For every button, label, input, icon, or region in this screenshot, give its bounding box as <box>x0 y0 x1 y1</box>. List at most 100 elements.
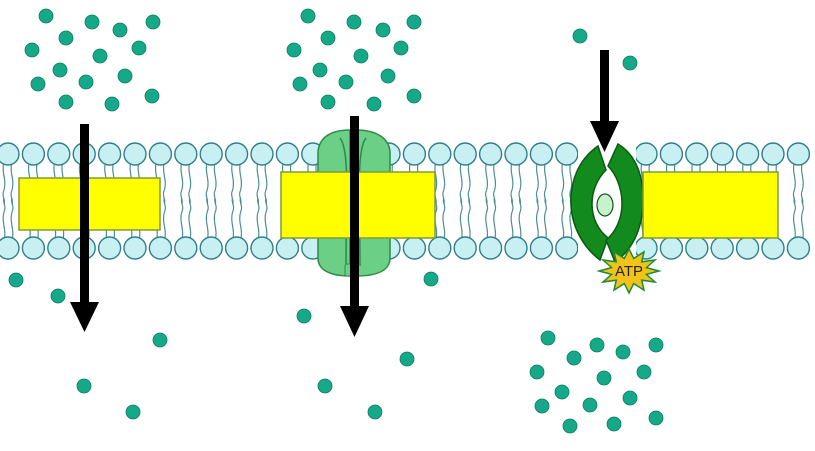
solute-molecule <box>8 272 24 288</box>
lipid-head <box>97 236 122 260</box>
solute-molecule <box>52 62 68 78</box>
lipid-head <box>123 236 147 260</box>
solute-molecule <box>117 68 133 84</box>
lipid-head <box>123 142 147 166</box>
arrow-simple-diffusion <box>70 124 99 332</box>
lipid-head <box>761 142 785 166</box>
solute-molecule <box>606 416 622 432</box>
transport-arrows <box>70 50 619 337</box>
solute-molecule <box>76 378 92 394</box>
solute-molecule <box>648 337 664 353</box>
lipid-head <box>478 142 503 166</box>
lipid-head <box>97 142 122 166</box>
lipid-head <box>453 142 477 166</box>
lipid-head <box>275 142 300 166</box>
lipid-head <box>47 142 71 166</box>
solute-molecule <box>582 397 598 413</box>
lipid-head <box>710 236 734 260</box>
lipid-head <box>0 142 20 166</box>
lipid-head <box>735 142 760 166</box>
lipid-head <box>636 142 658 166</box>
solute-molecule <box>648 410 664 426</box>
lipid-head <box>428 142 452 166</box>
solute-molecule <box>572 28 588 44</box>
lipid-head <box>659 236 684 260</box>
solute-molecule <box>596 370 612 386</box>
lipid-head <box>504 142 528 166</box>
solute-molecule <box>320 94 336 110</box>
solute-molecule <box>406 88 422 104</box>
lipid-head <box>428 236 452 260</box>
lipid-head <box>659 142 684 166</box>
lipid-head <box>402 142 427 166</box>
solute-molecule <box>30 76 46 92</box>
lipid-head <box>148 236 173 260</box>
solute-molecule <box>50 288 66 304</box>
lipid-head <box>275 236 300 260</box>
arrow-active-transport <box>590 50 619 152</box>
solute-molecule <box>58 30 74 46</box>
solute-molecule <box>393 40 409 56</box>
solute-molecule <box>367 404 383 420</box>
atp-label: ATP <box>615 263 643 280</box>
solute-molecule <box>286 42 302 58</box>
label-box-active-transport <box>642 171 779 239</box>
solute-molecule <box>78 74 94 90</box>
label-box-simple-diffusion <box>18 177 161 231</box>
lipid-head <box>478 236 503 260</box>
solute-molecule <box>380 68 396 84</box>
lipid-head <box>224 236 249 260</box>
lipid-head <box>786 142 811 166</box>
atp-badge: ATP <box>596 247 662 295</box>
solute-molecule <box>562 418 578 434</box>
lipid-head <box>250 142 274 166</box>
solute-molecule <box>24 42 40 58</box>
solute-molecule <box>566 350 582 366</box>
solute-molecule <box>375 22 391 38</box>
solute-molecule <box>104 96 120 112</box>
lipid-head <box>761 236 785 260</box>
solute-molecule <box>406 14 422 30</box>
solute-molecule <box>346 14 362 30</box>
solute-molecule <box>296 308 312 324</box>
solute-molecule <box>300 8 316 24</box>
lipid-head <box>786 236 811 260</box>
lipid-head <box>735 236 760 260</box>
solute-molecule <box>636 364 652 380</box>
lipid-head <box>21 142 46 166</box>
solute-molecule <box>145 14 161 30</box>
lipid-head <box>453 236 477 260</box>
lipid-head <box>555 236 578 260</box>
solute-molecule <box>84 14 100 30</box>
solute-molecule <box>529 364 545 380</box>
lipid-head <box>529 142 554 166</box>
solute-molecule <box>112 22 128 38</box>
lipid-head <box>148 142 173 166</box>
solute-molecule <box>312 62 328 78</box>
solute-molecule <box>92 48 108 64</box>
atp-star-icon <box>596 247 662 295</box>
lipid-head <box>174 142 198 166</box>
solute-molecules <box>8 8 664 434</box>
solute-molecule <box>615 344 631 360</box>
solute-molecule <box>38 8 54 24</box>
lipid-head <box>250 236 274 260</box>
lipid-head <box>685 236 709 260</box>
solute-molecule <box>144 88 160 104</box>
solute-molecule <box>589 337 605 353</box>
lipid-head <box>47 236 71 260</box>
lipid-head <box>504 236 528 260</box>
lipid-head <box>402 236 427 260</box>
lipid-head <box>199 236 223 260</box>
solute-molecule <box>292 76 308 92</box>
solute-molecule <box>399 351 415 367</box>
lipid-head <box>710 142 734 166</box>
lipid-head <box>0 236 20 260</box>
solute-molecule <box>125 404 141 420</box>
lipid-head <box>555 142 578 166</box>
arrow-facilitated-diffusion <box>340 116 369 337</box>
solute-molecule <box>540 330 556 346</box>
pump-left-half <box>570 144 609 262</box>
pump-pore <box>596 193 614 217</box>
